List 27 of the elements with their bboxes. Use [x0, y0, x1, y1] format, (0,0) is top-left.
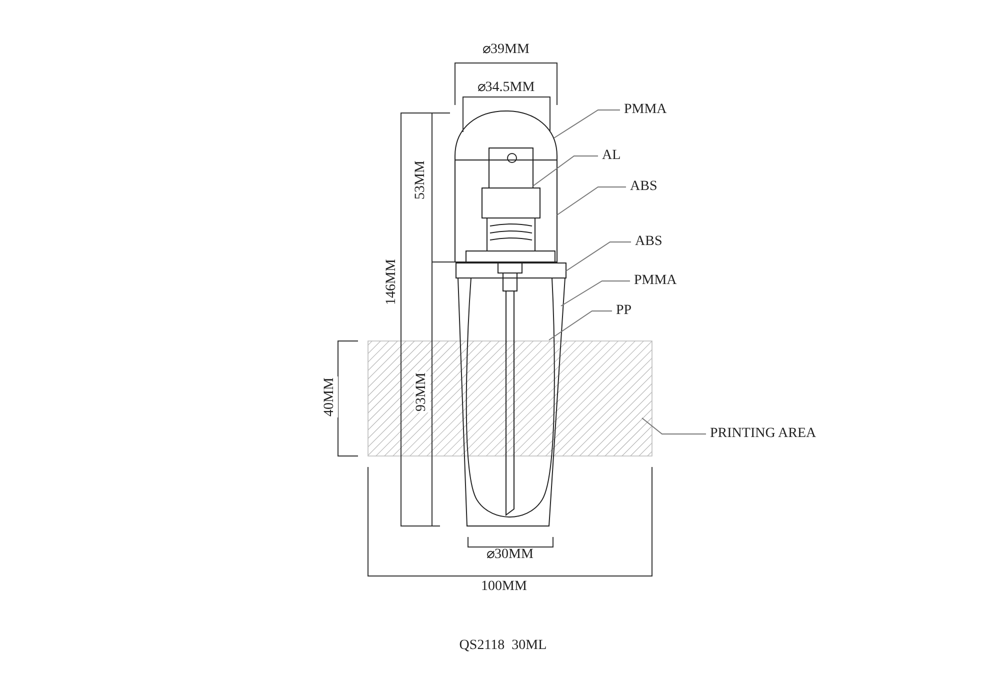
- dome-cap-outline: [454, 110, 558, 160]
- part-label: PMMA: [620, 102, 667, 118]
- leader-line: [566, 242, 632, 272]
- part-label: PMMA: [630, 273, 677, 289]
- model-caption: QS2118 30ML: [459, 638, 547, 654]
- dimension-label: ⌀30MM: [486, 547, 534, 563]
- dimension-label: 40MM: [322, 376, 338, 418]
- part-label: PRINTING AREA: [706, 426, 816, 442]
- collar-outline: [456, 262, 566, 278]
- dimension-label: 100MM: [481, 579, 527, 595]
- actuator-outline: [488, 148, 534, 188]
- dimension-label: ⌀39MM: [482, 42, 530, 58]
- leader-line: [556, 186, 626, 216]
- overcap-outline: [454, 160, 558, 262]
- outer-bottle-outline: [458, 278, 566, 526]
- leader-line: [554, 110, 620, 138]
- part-label: AL: [598, 148, 621, 164]
- part-label: ABS: [626, 179, 658, 195]
- leader-line: [548, 310, 612, 340]
- inner-bottle-outline: [466, 278, 555, 518]
- leader-line: [560, 280, 630, 306]
- part-label: PP: [612, 303, 632, 319]
- part-label: ABS: [631, 234, 662, 250]
- leader-line: [642, 418, 706, 434]
- printing-area-hatch: [368, 340, 652, 456]
- dimension-label: ⌀34.5MM: [477, 80, 535, 96]
- dimension-label: 93MM: [414, 372, 430, 412]
